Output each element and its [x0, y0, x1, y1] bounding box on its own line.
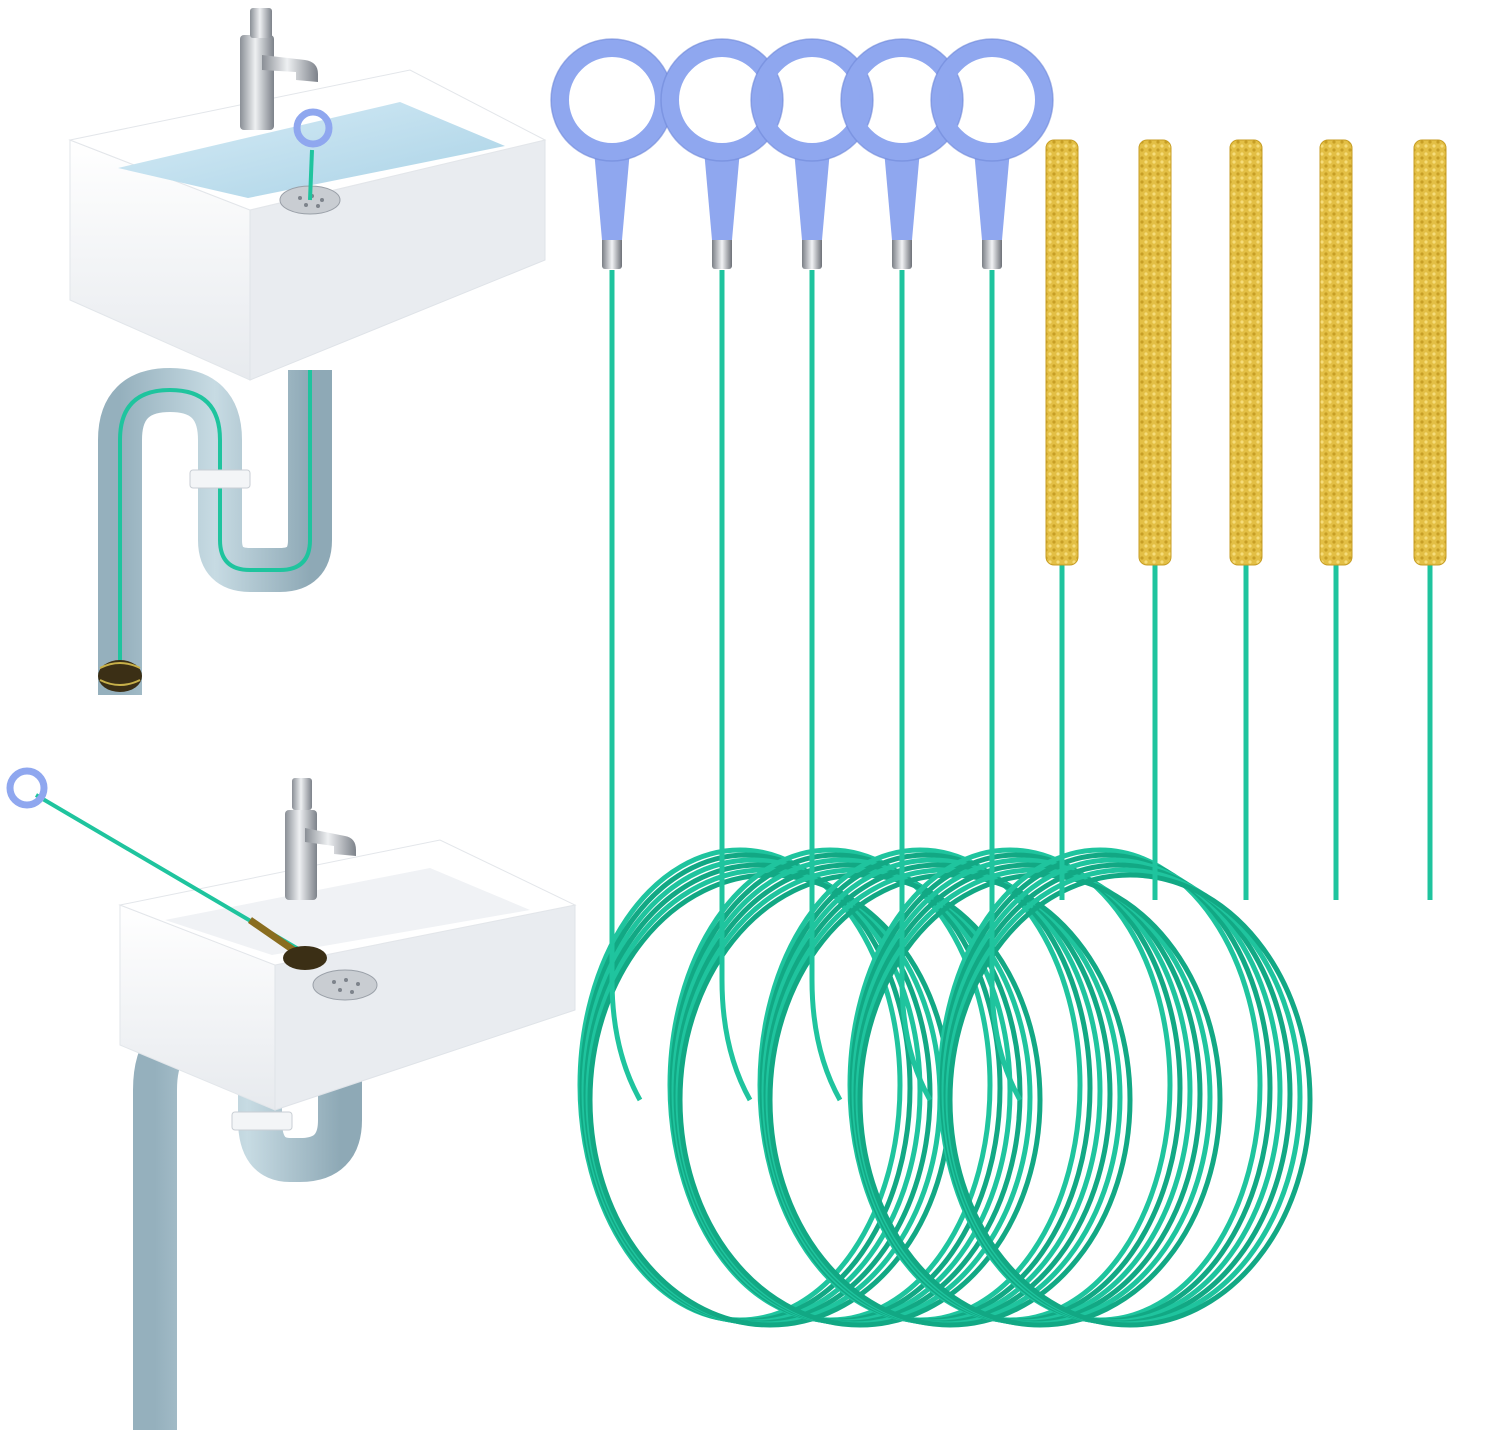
faucet-icon: [240, 8, 318, 130]
drain-tool-4: [840, 38, 964, 1102]
brush-head-icon: [1138, 139, 1172, 566]
ring-handle-icon: [751, 39, 873, 161]
drain-tool-3: [750, 38, 874, 1102]
sink-icon: [68, 69, 547, 381]
debris-clump: [283, 946, 327, 970]
ring-handle-icon: [6, 767, 48, 809]
ferrule: [712, 235, 732, 269]
ring-handle-icon: [293, 108, 333, 148]
drain-tool-2: [660, 38, 784, 1102]
brush-head-icon: [1045, 139, 1079, 566]
ring-handle-icon: [661, 39, 783, 161]
brush-head-icon: [1319, 139, 1353, 566]
ring-handle-icon: [841, 39, 963, 161]
brush-tool-5: [1413, 139, 1447, 900]
faucet-icon: [285, 778, 356, 900]
ferrule: [802, 235, 822, 269]
ferrule: [982, 235, 1002, 269]
brush-tool-4: [1319, 139, 1353, 900]
pulled-tool: [6, 767, 327, 970]
brush-tool-1: [1045, 139, 1079, 900]
sink-illustration-bottom: [6, 767, 577, 1430]
drain-icon: [312, 969, 378, 1001]
coiled-wire-icon: [937, 847, 1313, 1328]
ferrule: [602, 235, 622, 269]
drain-tools-group: [550, 38, 1447, 1328]
drain-tool-5: [930, 38, 1054, 1102]
ferrule: [892, 235, 912, 269]
brush-tool-2: [1138, 139, 1172, 900]
sink-illustration-top: [68, 8, 547, 695]
brush-head-icon: [1413, 139, 1447, 566]
p-trap-pipe-icon: [98, 368, 332, 695]
debris-clump: [98, 660, 142, 692]
ring-handle-icon: [551, 39, 673, 161]
inserted-tool: [293, 108, 333, 201]
brush-head-icon: [1229, 139, 1263, 566]
ring-handle-icon: [931, 39, 1053, 161]
sink-icon: [118, 839, 577, 1111]
brush-tool-3: [1229, 139, 1263, 900]
coiled-wire-icon: [757, 847, 1133, 1328]
